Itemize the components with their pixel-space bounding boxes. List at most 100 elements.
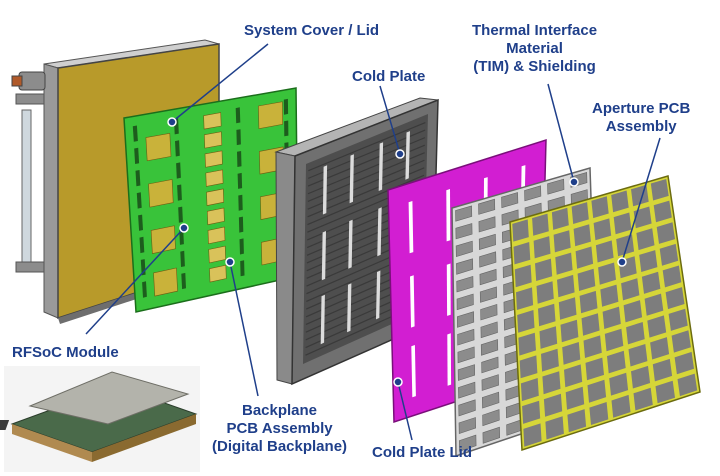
label-rfsoc-module: RFSoC Module xyxy=(12,344,119,361)
tim-opening xyxy=(478,198,496,215)
aperture-cell xyxy=(516,287,534,310)
tim-opening xyxy=(547,178,565,195)
aperture-cell xyxy=(581,313,600,336)
tim-opening xyxy=(479,268,497,286)
cold-plate-fin xyxy=(307,137,426,187)
aperture-cells xyxy=(512,179,698,447)
aperture-cell xyxy=(585,357,604,381)
aperture-cell xyxy=(513,242,531,265)
lid-slot xyxy=(410,275,415,328)
aperture-cell xyxy=(543,393,563,417)
aperture-cell xyxy=(647,315,667,338)
tim-opening xyxy=(481,356,499,374)
cold-plate-slot xyxy=(405,131,410,180)
tim-opening xyxy=(458,381,476,399)
aperture-cell xyxy=(538,303,556,327)
backplane-connector xyxy=(132,125,138,142)
backplane-connector xyxy=(237,172,243,189)
tim-opening xyxy=(455,240,473,258)
aperture-cell xyxy=(583,335,602,358)
cold-plate-slot xyxy=(349,154,354,204)
aperture-cell xyxy=(650,179,669,201)
backplane-chip xyxy=(204,150,223,168)
tim-opening xyxy=(480,321,498,339)
aperture-pcb xyxy=(509,175,701,452)
backplane-connector xyxy=(239,238,244,255)
cold-plate-fin xyxy=(308,121,426,172)
aperture-cell xyxy=(613,212,632,235)
label-cold-plate-lid: Cold Plate Lid xyxy=(372,444,473,461)
aperture-cell xyxy=(604,328,624,352)
tim-opening xyxy=(455,223,473,240)
cold-plate-fin xyxy=(307,144,426,195)
aperture-cell xyxy=(641,271,661,294)
backplane-chip xyxy=(206,207,225,226)
aperture-cell xyxy=(621,278,640,301)
aperture-cell xyxy=(611,190,629,213)
backplane-connector xyxy=(180,250,185,267)
lid-slot xyxy=(447,333,452,386)
aperture-cell xyxy=(565,386,585,410)
aperture-cell xyxy=(598,262,616,285)
aperture-cell xyxy=(523,423,542,447)
aperture-cell xyxy=(595,240,614,263)
aperture-cell xyxy=(623,300,643,323)
tim-opening xyxy=(481,374,499,391)
backplane-connector xyxy=(135,170,141,187)
aperture-cell xyxy=(571,202,589,224)
backplane-connector xyxy=(176,162,181,179)
aperture-cell xyxy=(551,207,569,230)
tim-opening xyxy=(501,192,519,209)
aperture-cell xyxy=(536,281,554,304)
tim-opening xyxy=(479,251,497,268)
backplane-chip xyxy=(209,264,227,283)
aperture-cell xyxy=(616,234,635,257)
aperture-cell xyxy=(656,222,675,244)
aperture-cell xyxy=(633,387,653,411)
backplane-chip xyxy=(206,188,225,206)
tim-opening xyxy=(478,216,496,233)
backplane-connector xyxy=(136,192,142,209)
aperture-cell xyxy=(579,290,598,314)
tim-opening xyxy=(479,286,498,303)
backplane-connector xyxy=(181,272,186,290)
aperture-cell xyxy=(577,268,596,291)
lid-slot xyxy=(408,201,414,254)
backplane-module xyxy=(153,267,178,297)
tim-opening xyxy=(456,275,474,293)
tim-opening xyxy=(456,258,474,275)
backplane-connector xyxy=(238,216,244,233)
aperture-cell xyxy=(533,236,551,259)
tim-opening xyxy=(457,364,476,381)
backplane-connector xyxy=(235,107,241,124)
tim-opening xyxy=(524,185,542,202)
cold-plate-slot xyxy=(348,219,353,269)
aperture-cell xyxy=(517,310,535,333)
aperture-cell xyxy=(674,351,694,375)
aperture-cell xyxy=(653,200,672,223)
aperture-cell xyxy=(602,306,621,329)
aperture-cell xyxy=(514,264,532,288)
aperture-cell xyxy=(644,293,664,316)
aperture-cell xyxy=(573,224,591,247)
aperture-cell xyxy=(607,350,626,374)
backplane-connector xyxy=(240,260,245,277)
aperture-cell xyxy=(545,416,564,440)
leader-dots xyxy=(167,117,627,387)
aperture-cell xyxy=(633,206,652,229)
backplane-module xyxy=(145,132,172,162)
aperture-cell xyxy=(532,213,549,236)
tim-opening xyxy=(457,346,475,364)
label-system-cover: System Cover / Lid xyxy=(244,22,380,39)
backplane-connector xyxy=(139,236,145,254)
cold-plate-slot xyxy=(347,283,352,333)
cold-plate-slot xyxy=(376,270,381,320)
aperture-cell xyxy=(541,348,559,372)
cold-plate-fin xyxy=(307,167,425,218)
backplane-connector xyxy=(134,147,140,164)
lid-slot xyxy=(446,189,451,242)
aperture-cell xyxy=(535,258,553,281)
backplane-module xyxy=(150,225,176,254)
aperture-cell xyxy=(650,337,670,360)
